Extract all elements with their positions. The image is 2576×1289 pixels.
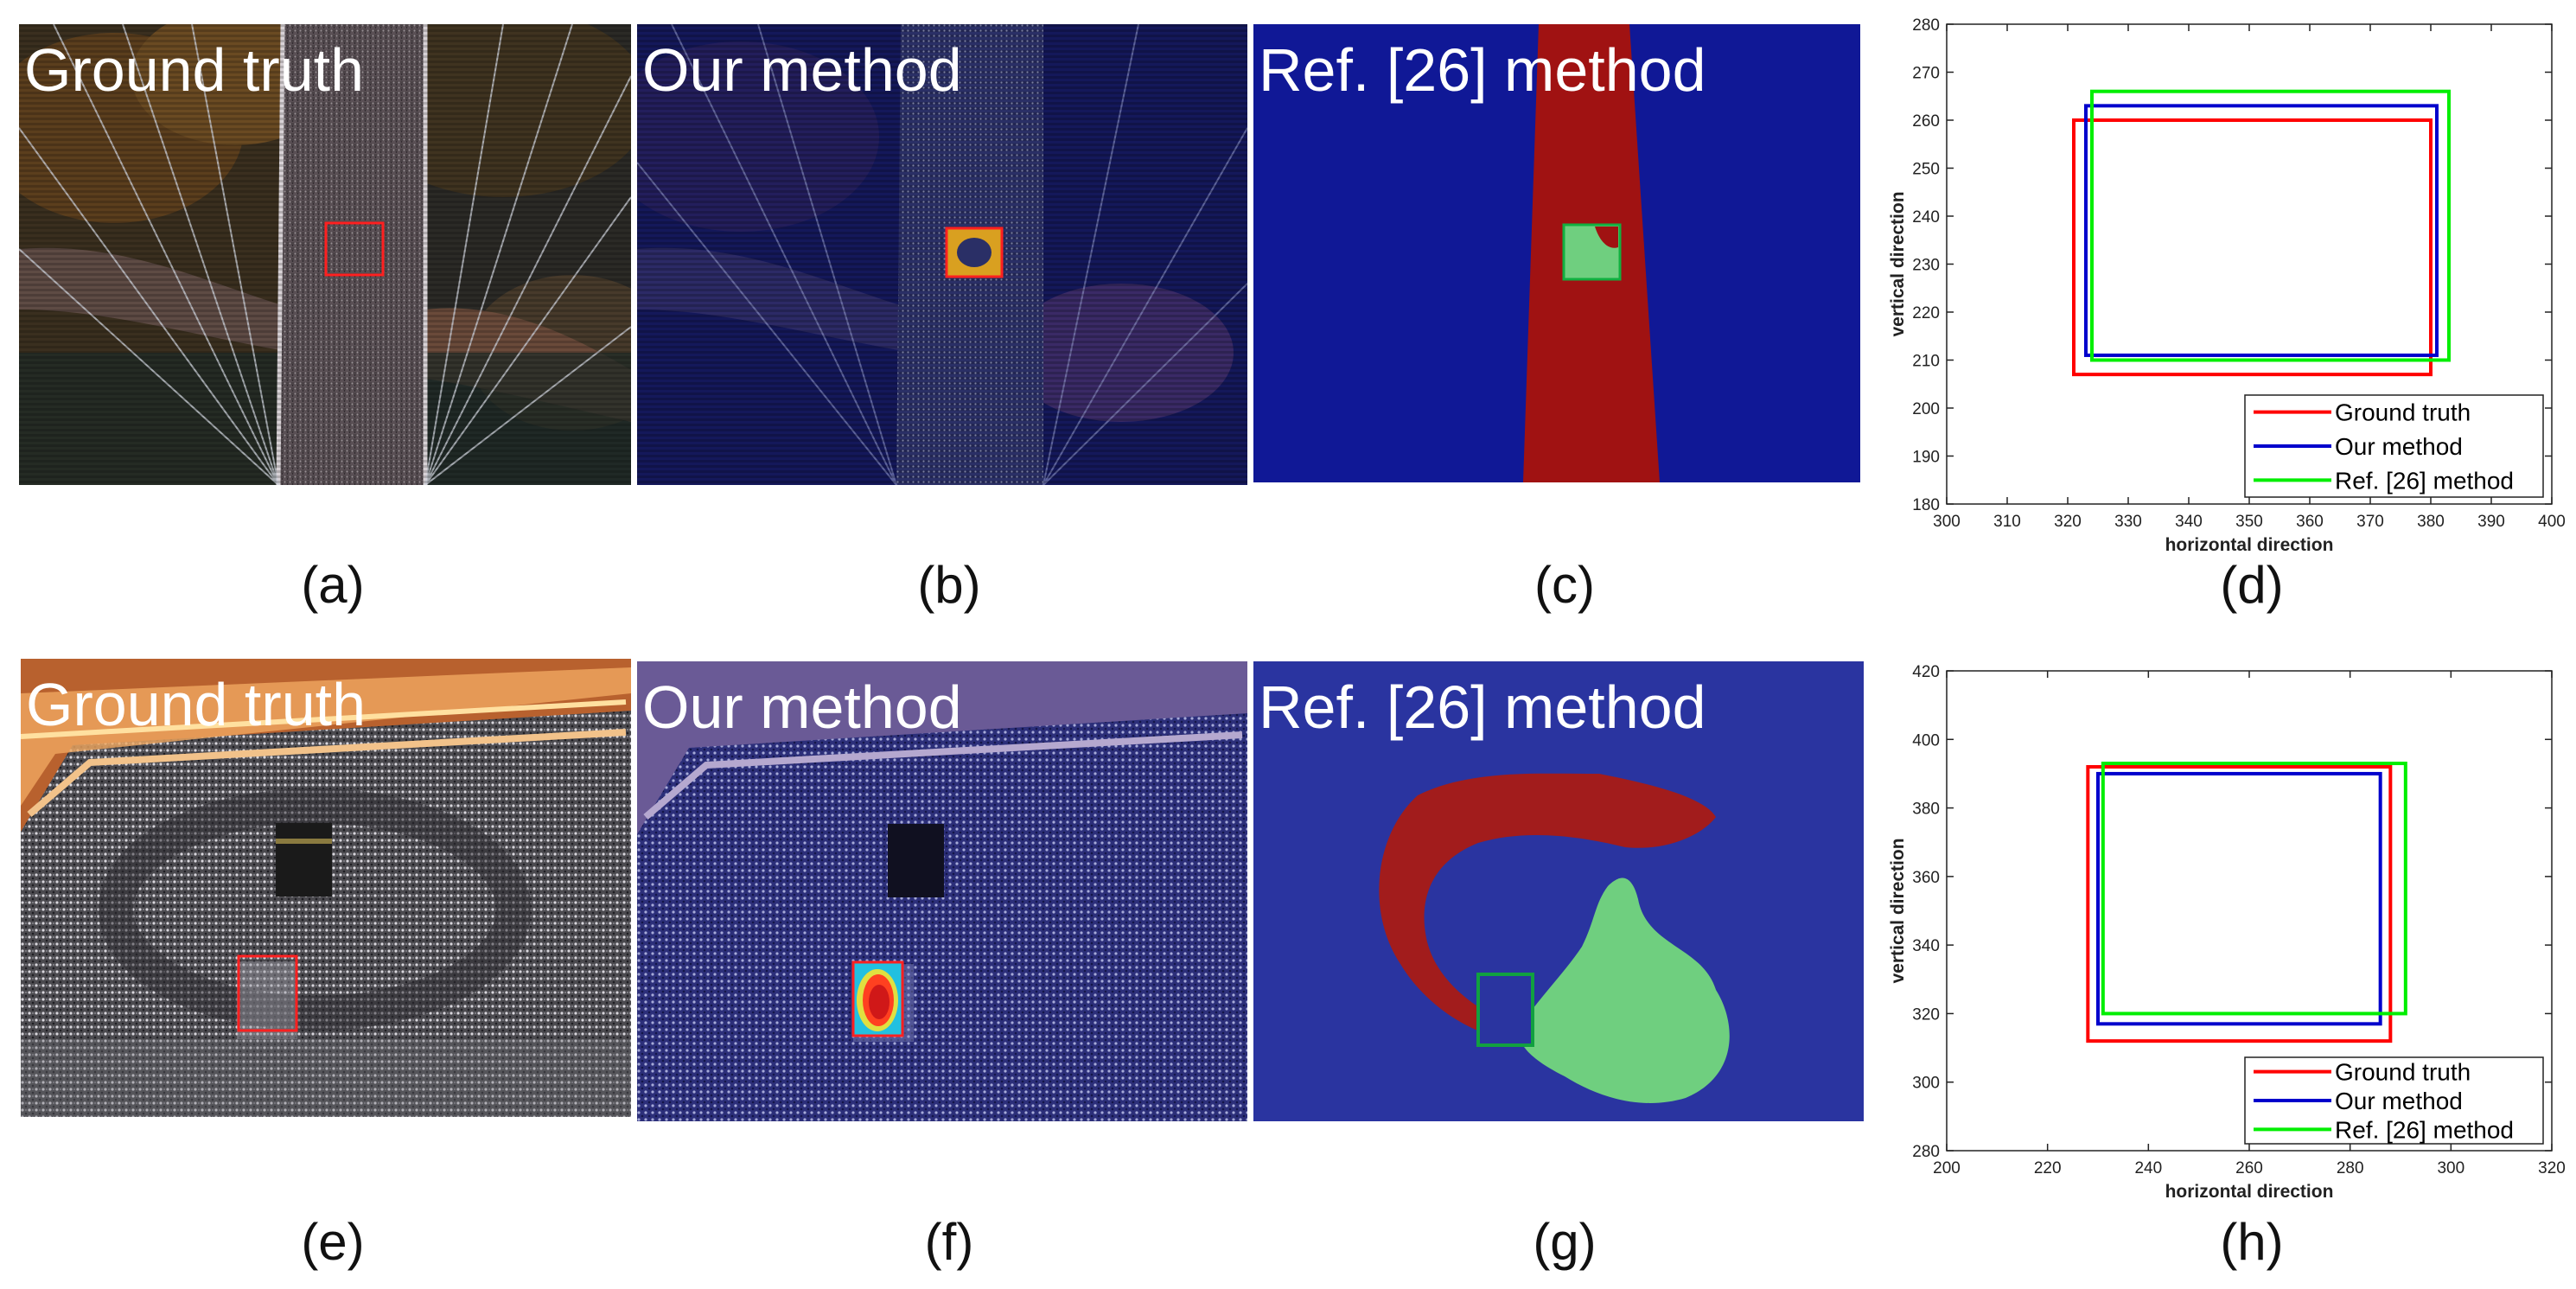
y-tick-label: 230 [1912, 257, 1940, 275]
legend-label: Our method [2335, 1088, 2463, 1114]
y-axis-label: vertical direction [1888, 191, 1908, 336]
bbox-series-0 [2072, 118, 2433, 377]
y-tick-label: 190 [1912, 449, 1940, 467]
bbox-series-2 [2101, 762, 2407, 1016]
bbox-series-2 [2090, 89, 2451, 362]
panel-b-our-method-image: Our method [637, 24, 1247, 485]
caption-b: (b) [917, 556, 981, 614]
x-axis-label: horizontal direction [2165, 535, 2334, 553]
legend-label: Ref. [26] method [2335, 467, 2514, 494]
y-tick-label: 420 [1912, 663, 1940, 681]
x-tick-label: 280 [2337, 1159, 2364, 1177]
ground-truth-box [324, 221, 385, 277]
x-tick-label: 330 [2114, 513, 2142, 531]
panel-f-our-method-image: Our method [637, 661, 1247, 1121]
caption-g: (g) [1533, 1213, 1597, 1271]
x-tick-label: 390 [2477, 513, 2505, 531]
ref26-target-box [1476, 973, 1534, 1047]
y-tick-label: 300 [1912, 1075, 1940, 1093]
x-tick-label: 310 [1993, 513, 2021, 531]
y-tick-label: 360 [1912, 869, 1940, 887]
x-tick-label: 320 [2054, 513, 2082, 531]
x-tick-label: 260 [2235, 1159, 2263, 1177]
legend-label: Ref. [26] method [2335, 1116, 2514, 1143]
chart-h: 200 220 240 260 280 300 320 280 300 320 340 360 380 4… [1888, 663, 2566, 1202]
y-tick-label: 200 [1912, 400, 1940, 418]
bbox-series-0 [2086, 765, 2393, 1043]
panel-title: Our method [642, 36, 962, 104]
panel-title: Our method [642, 673, 962, 741]
crowd-segmentation-image [1253, 661, 1864, 1121]
segmented-region-green [1519, 877, 1730, 1103]
x-tick-label: 400 [2538, 513, 2566, 531]
chart-d: 300 310 320 330 340 350 360 370 380 390 400 180 190 2… [1888, 16, 2566, 553]
caption-d: (d) [2220, 556, 2284, 614]
y-tick-label: 400 [1912, 731, 1940, 750]
y-tick-label: 280 [1912, 1143, 1940, 1161]
x-tick-label: 380 [2417, 513, 2445, 531]
ground-truth-box [237, 954, 298, 1032]
detected-target-box [945, 227, 1004, 278]
y-tick-label: 180 [1912, 496, 1940, 514]
x-tick-label: 300 [2437, 1159, 2464, 1177]
y-axis-label: vertical direction [1888, 838, 1908, 983]
x-tick-label: 240 [2134, 1159, 2162, 1177]
x-axis-label: horizontal direction [2165, 1182, 2334, 1202]
panel-title: Ref. [26] method [1259, 36, 1706, 104]
panel-title: Ref. [26] method [1259, 673, 1706, 741]
y-tick-label: 220 [1912, 304, 1940, 322]
x-tick-label: 360 [2296, 513, 2324, 531]
panel-e-ground-truth-image: Ground truth [21, 659, 631, 1117]
x-tick-label: 320 [2538, 1159, 2566, 1177]
crowd-saliency-image [637, 661, 1247, 1121]
kaaba-shape [276, 823, 332, 897]
panel-title: Ground truth [26, 671, 366, 738]
y-tick-label: 270 [1912, 65, 1940, 83]
panel-a-ground-truth-image: Ground truth [19, 24, 631, 485]
x-tick-label: 370 [2356, 513, 2384, 531]
y-tick-label: 250 [1912, 161, 1940, 179]
legend-label: Ground truth [2335, 399, 2471, 426]
crowd-scene-image [21, 659, 631, 1117]
bridge-segmentation-image [1253, 24, 1860, 482]
y-tick-label: 280 [1912, 16, 1940, 35]
legend-label: Our method [2335, 433, 2463, 460]
caption-f: (f) [924, 1213, 974, 1271]
y-tick-label: 340 [1912, 937, 1940, 955]
panel-g-ref26-image: Ref. [26] method [1253, 661, 1864, 1121]
caption-c: (c) [1534, 556, 1595, 614]
x-tick-label: 220 [2034, 1159, 2062, 1177]
bbox-series-1 [2084, 104, 2439, 357]
bridge-scene-image [19, 24, 631, 485]
x-tick-label: 300 [1933, 513, 1961, 531]
x-tick-label: 350 [2235, 513, 2263, 531]
x-tick-label: 200 [1933, 1159, 1961, 1177]
panel-title: Ground truth [24, 36, 364, 104]
panel-c-ref26-image: Ref. [26] method [1253, 24, 1860, 482]
x-tick-label: 340 [2175, 513, 2203, 531]
legend-label: Ground truth [2335, 1059, 2471, 1086]
caption-a: (a) [301, 556, 365, 614]
y-tick-label: 240 [1912, 208, 1940, 227]
caption-e: (e) [301, 1213, 365, 1271]
segmented-region-red [1379, 773, 1716, 1042]
y-tick-label: 320 [1912, 1005, 1940, 1024]
y-tick-label: 210 [1912, 353, 1940, 371]
caption-h: (h) [2220, 1213, 2284, 1271]
bridge-saliency-image [637, 24, 1247, 485]
y-tick-label: 260 [1912, 112, 1940, 131]
y-tick-label: 380 [1912, 801, 1940, 819]
bbox-series-1 [2096, 771, 2382, 1026]
